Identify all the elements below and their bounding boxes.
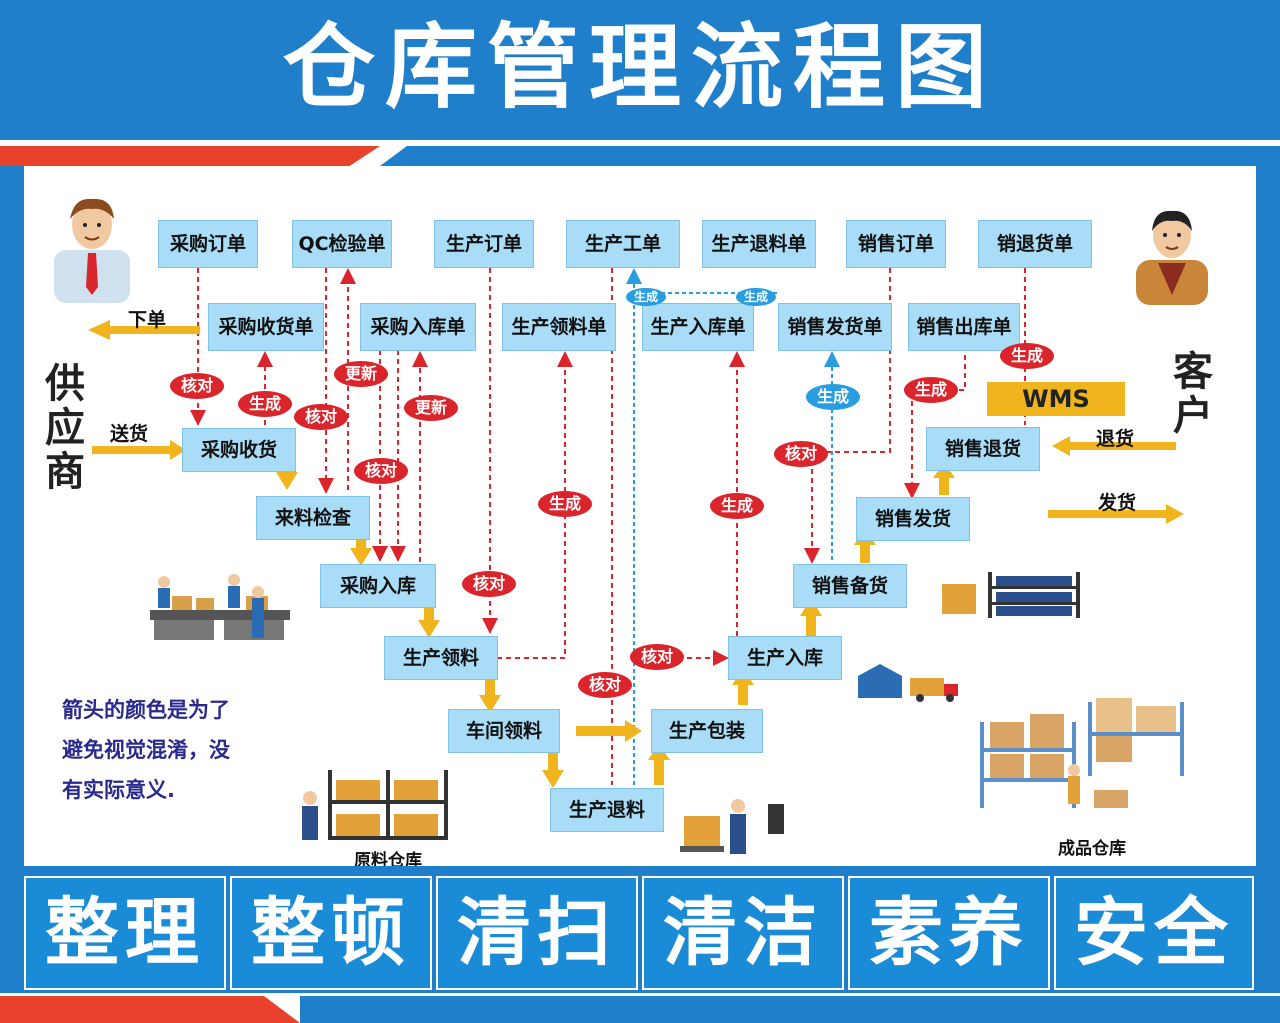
check-badge: 核对 xyxy=(630,644,684,670)
generate-badge: 生成 xyxy=(626,288,666,306)
proc-inspection: 来料检查 xyxy=(256,496,370,540)
doc-purchase-order: 采购订单 xyxy=(158,220,258,268)
bottom-tile-discipline: 素养 xyxy=(848,876,1050,990)
footer-red-stripe xyxy=(0,996,300,1023)
stocking-illustration xyxy=(936,572,1082,620)
doc-receipt-note: 采购收货单 xyxy=(208,303,324,351)
update-badge: 更新 xyxy=(404,395,458,421)
customer-avatar xyxy=(1132,205,1212,305)
finished-warehouse-illustration xyxy=(976,692,1188,812)
check-badge: 核对 xyxy=(774,441,828,467)
ship-label: 发货 xyxy=(1098,492,1137,514)
proc-sales-return: 销售退货 xyxy=(926,427,1040,471)
doc-sales-ship: 销售发货单 xyxy=(778,303,892,351)
proc-receiving: 采购收货 xyxy=(182,428,296,472)
header-blue-stripe xyxy=(380,146,1280,166)
generate-badge: 生成 xyxy=(538,491,592,517)
generate-badge: 生成 xyxy=(710,493,764,519)
header-red-stripe xyxy=(0,146,380,166)
header-banner xyxy=(0,0,1280,140)
left-border xyxy=(0,166,24,866)
proc-storage: 采购入库 xyxy=(320,564,436,608)
worker-pallet-illustration xyxy=(680,796,790,856)
color-note: 箭头的颜色是为了 避免视觉混淆，没 有实际意义. xyxy=(62,690,302,810)
place-order-label: 下单 xyxy=(128,309,167,331)
supplier-avatar xyxy=(52,195,132,303)
footer-blue-stripe xyxy=(300,996,1280,1023)
right-border xyxy=(1256,166,1280,866)
doc-sales-out: 销售出库单 xyxy=(908,303,1020,351)
proc-workshop: 车间领料 xyxy=(448,709,560,753)
bottom-tile-order: 整顿 xyxy=(230,876,432,990)
supplier-label: 供应商 xyxy=(45,361,85,495)
doc-return-material: 生产退料单 xyxy=(702,220,816,268)
doc-qc-sheet: QC检验单 xyxy=(292,220,392,268)
bottom-tile-sweep: 清扫 xyxy=(436,876,638,990)
generate-badge: 生成 xyxy=(1000,343,1054,369)
proc-return: 生产退料 xyxy=(550,788,664,832)
proc-stocking: 销售备货 xyxy=(793,564,907,608)
check-badge: 核对 xyxy=(462,571,516,597)
bottom-tile-safety: 安全 xyxy=(1054,876,1254,990)
check-badge: 核对 xyxy=(578,672,632,698)
doc-production-order: 生产订单 xyxy=(434,220,534,268)
check-badge: 核对 xyxy=(170,373,224,399)
check-badge: 核对 xyxy=(354,458,408,484)
note-line: 有实际意义. xyxy=(62,778,175,802)
finished-warehouse-caption: 成品仓库 xyxy=(1058,839,1126,859)
raw-warehouse-illustration xyxy=(296,768,456,842)
proc-shipping: 销售发货 xyxy=(856,497,970,541)
conveyor-workers-illustration xyxy=(150,572,290,644)
wms-badge: WMS xyxy=(987,382,1125,416)
generate-badge: 生成 xyxy=(904,377,958,403)
doc-purchase-in: 采购入库单 xyxy=(360,303,476,351)
bottom-tile-sort: 整理 xyxy=(24,876,226,990)
doc-work-order: 生产工单 xyxy=(566,220,680,268)
doc-prod-in: 生产入库单 xyxy=(642,303,754,351)
return-goods-label: 退货 xyxy=(1096,428,1135,450)
customer-label: 客户 xyxy=(1173,349,1213,439)
proc-packaging: 生产包装 xyxy=(651,709,763,753)
note-line: 避免视觉混淆，没 xyxy=(62,738,230,762)
update-badge: 更新 xyxy=(334,361,388,387)
generate-badge: 生成 xyxy=(238,391,292,417)
doc-pick-note: 生产领料单 xyxy=(502,303,616,351)
doc-sales-return: 销退货单 xyxy=(978,220,1092,268)
doc-sales-order: 销售订单 xyxy=(846,220,946,268)
proc-prod-storage: 生产入库 xyxy=(728,636,842,680)
generate-badge: 生成 xyxy=(736,288,776,306)
proc-picking: 生产领料 xyxy=(384,636,498,680)
generate-badge: 生成 xyxy=(806,384,860,410)
delivery-truck-illustration xyxy=(856,662,960,704)
bottom-tile-clean: 清洁 xyxy=(642,876,844,990)
check-badge: 核对 xyxy=(294,404,348,430)
deliver-label: 送货 xyxy=(110,423,149,445)
page-title: 仓库管理流程图 xyxy=(282,14,997,121)
note-line: 箭头的颜色是为了 xyxy=(62,698,230,722)
